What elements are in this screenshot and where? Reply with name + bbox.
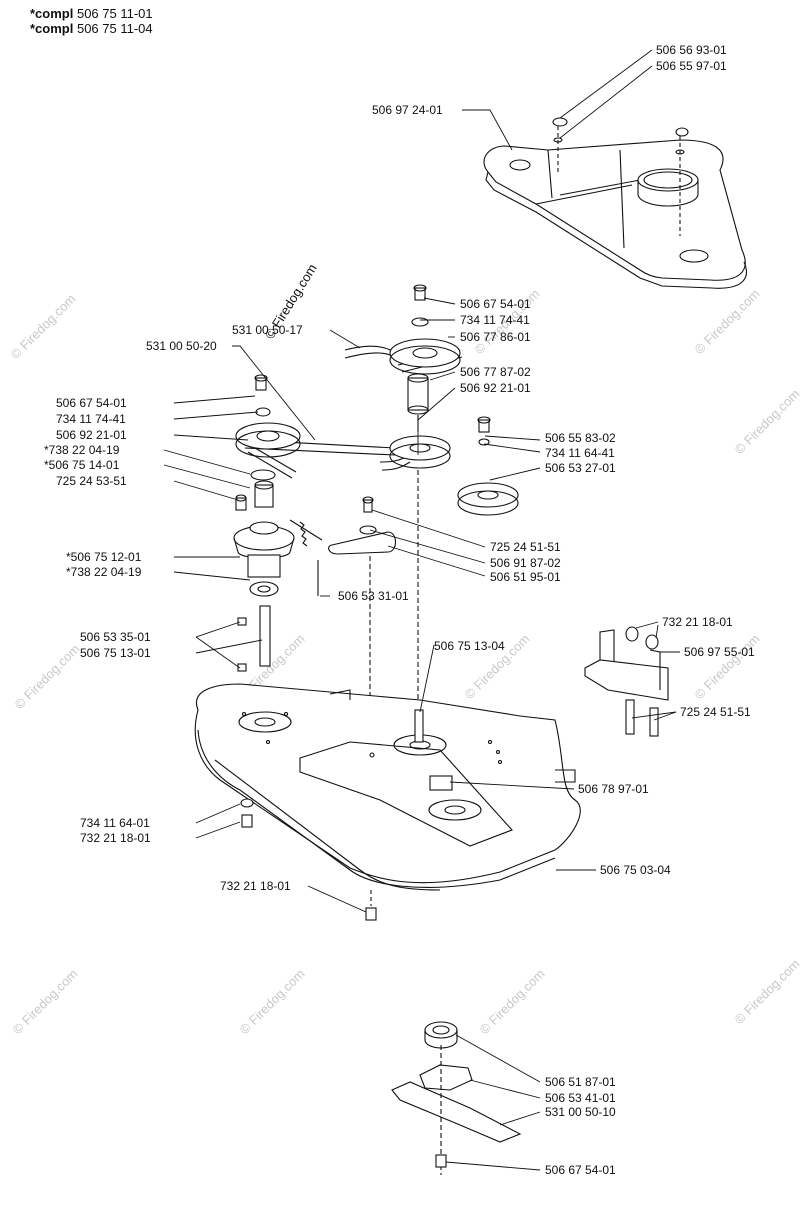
watermark: © Firedog.com bbox=[237, 966, 308, 1037]
callout-506-67-54-01: 506 67 54-01 bbox=[460, 297, 531, 311]
callout-506-75-14-01: *506 75 14-01 bbox=[44, 458, 120, 472]
pulley-center bbox=[389, 415, 451, 712]
watermark: © Firedog.com bbox=[477, 966, 548, 1037]
watermark: © Firedog.com bbox=[8, 291, 79, 362]
callout-506-77-86-01: 506 77 86-01 bbox=[460, 330, 531, 344]
bracket bbox=[584, 626, 669, 737]
callout-531-00-50-10: 531 00 50-10 bbox=[545, 1105, 616, 1119]
callout-506-97-24-01: 506 97 24-01 bbox=[372, 103, 443, 117]
blade-assembly bbox=[391, 1021, 522, 1175]
callout-506-92-21-01: 506 92 21-01 bbox=[56, 428, 127, 442]
leader-lines bbox=[163, 49, 680, 1171]
callout-506-78-97-01: 506 78 97-01 bbox=[578, 782, 649, 796]
watermark: © Firedog.com bbox=[12, 641, 83, 712]
callout-506-51-87-01: 506 51 87-01 bbox=[545, 1075, 616, 1089]
watermarks: © Firedog.com © Firedog.com © Firedog.co… bbox=[8, 286, 803, 1037]
callout-738-22-04-19: *738 22 04-19 bbox=[44, 443, 120, 457]
callout-labels: 506 56 93-01 506 55 97-01 506 97 24-01 5… bbox=[44, 43, 755, 1177]
callout-506-75-13-01: 506 75 13-01 bbox=[80, 646, 151, 660]
callout-734-11-74-41: 734 11 74-41 bbox=[56, 412, 126, 426]
callout-506-91-87-02: 506 91 87-02 bbox=[490, 556, 561, 570]
callout-531-00-50-17: 531 00 50-17 bbox=[232, 323, 303, 337]
callout-725-24-53-51: 725 24 53-51 bbox=[56, 474, 127, 488]
header-line-2: *compl 506 75 11-04 bbox=[30, 21, 153, 36]
callout-506-75-13-04: 506 75 13-04 bbox=[434, 639, 505, 653]
callout-734-11-64-41: 734 11 64-41 bbox=[545, 446, 615, 460]
spindle-housing bbox=[233, 521, 295, 672]
callout-506-77-87-02: 506 77 87-02 bbox=[460, 365, 531, 379]
watermark: © Firedog.com bbox=[692, 286, 763, 357]
watermark: © Firedog.com bbox=[732, 956, 803, 1027]
callout-506-67-54-01: 506 67 54-01 bbox=[56, 396, 127, 410]
callout-734-11-74-41: 734 11 74-41 bbox=[460, 313, 530, 327]
watermark: © Firedog.com bbox=[10, 966, 81, 1037]
cover-plate bbox=[483, 117, 747, 289]
callout-506-53-31-01: 506 53 31-01 bbox=[338, 589, 409, 603]
callout-506-67-54-01: 506 67 54-01 bbox=[545, 1163, 616, 1177]
callout-732-21-18-01: 732 21 18-01 bbox=[220, 879, 291, 893]
callout-732-21-18-01: 732 21 18-01 bbox=[80, 831, 151, 845]
callout-506-92-21-01: 506 92 21-01 bbox=[460, 381, 531, 395]
pulley-right bbox=[457, 416, 519, 516]
callout-506-53-35-01: 506 53 35-01 bbox=[80, 630, 151, 644]
watermark: © Firedog.com bbox=[692, 631, 763, 702]
header-line-1: *compl 506 75 11-01 bbox=[30, 6, 153, 21]
callout-506-55-83-02: 506 55 83-02 bbox=[545, 431, 616, 445]
callout-506-53-41-01: 506 53 41-01 bbox=[545, 1091, 616, 1105]
pulley-left bbox=[235, 374, 301, 511]
callout-506-51-95-01: 506 51 95-01 bbox=[490, 570, 561, 584]
callout-506-55-97-01: 506 55 97-01 bbox=[656, 59, 727, 73]
callout-506-56-93-01: 506 56 93-01 bbox=[656, 43, 727, 57]
watermark: © Firedog.com bbox=[732, 386, 803, 457]
callout-506-97-55-01: 506 97 55-01 bbox=[684, 645, 755, 659]
callout-506-53-27-01: 506 53 27-01 bbox=[545, 461, 616, 475]
deck-hardware bbox=[240, 798, 377, 921]
callout-531-00-50-20: 531 00 50-20 bbox=[146, 339, 217, 353]
callout-725-24-51-51: 725 24 51-51 bbox=[680, 705, 751, 719]
callout-738-22-04-19: *738 22 04-19 bbox=[66, 565, 142, 579]
callout-725-24-51-51: 725 24 51-51 bbox=[490, 540, 561, 554]
pulley-upper bbox=[389, 284, 461, 415]
callout-506-75-03-04: 506 75 03-04 bbox=[600, 863, 671, 877]
deck bbox=[194, 683, 581, 891]
callout-732-21-18-01: 732 21 18-01 bbox=[662, 615, 733, 629]
callout-734-11-64-01: 734 11 64-01 bbox=[80, 816, 150, 830]
callout-506-75-12-01: *506 75 12-01 bbox=[66, 550, 142, 564]
